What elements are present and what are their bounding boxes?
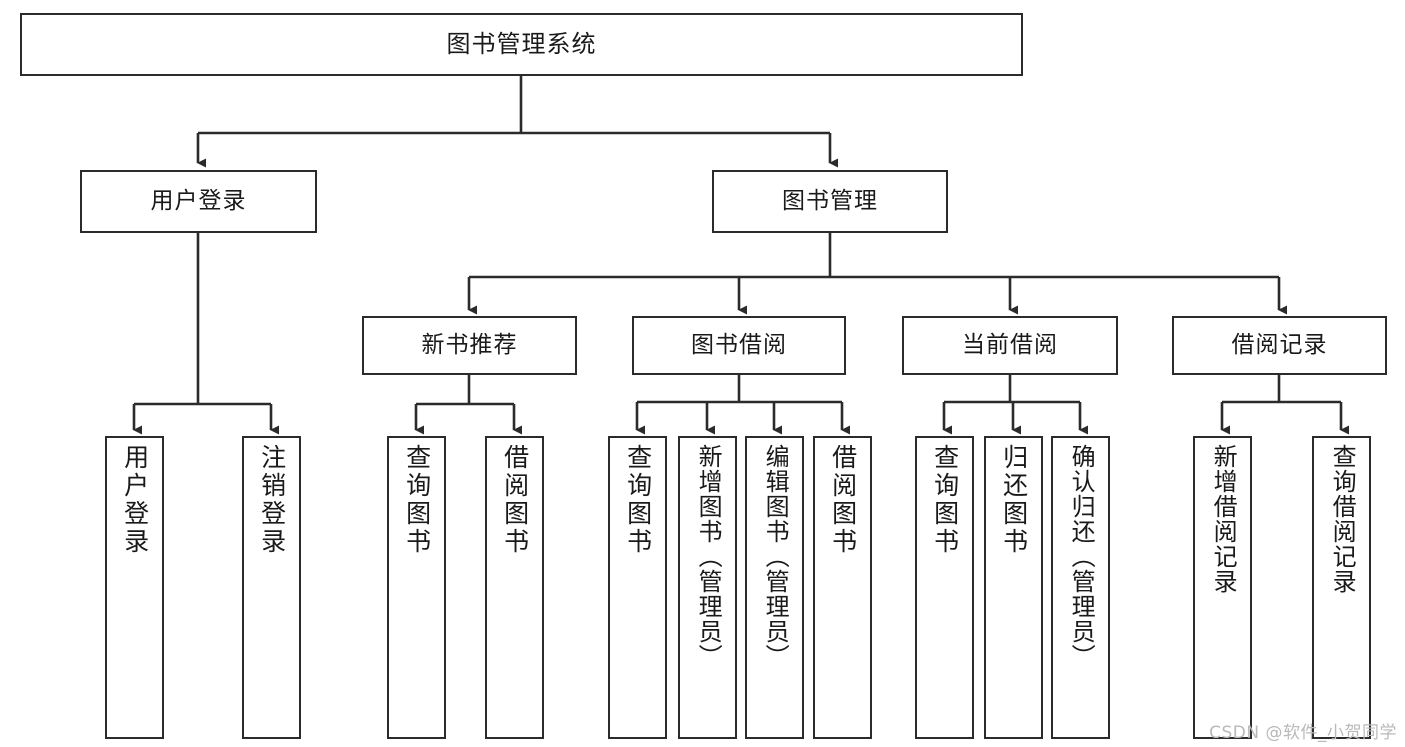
leaf-edit-book-admin[interactable]: 编辑图书（管理员）: [745, 436, 804, 739]
node-label: 新增借阅记录: [1209, 444, 1238, 594]
node-label: 归还图书: [999, 444, 1029, 556]
leaf-logout[interactable]: 注销登录: [242, 436, 301, 739]
node-label: 查询图书: [930, 444, 960, 556]
node-root-system[interactable]: 图书管理系统: [20, 13, 1023, 76]
node-label: 图书管理: [782, 187, 878, 214]
leaf-user-login[interactable]: 用户登录: [105, 436, 164, 739]
node-label: 图书借阅: [691, 331, 787, 358]
node-book-borrowing[interactable]: 图书借阅: [632, 316, 846, 375]
node-label: 编辑图书（管理员）: [761, 444, 790, 669]
node-label: 新增图书（管理员）: [694, 444, 723, 669]
node-label: 图书管理系统: [446, 30, 597, 59]
leaf-query-book-2[interactable]: 查询图书: [608, 436, 667, 739]
node-new-book-recommendation[interactable]: 新书推荐: [362, 316, 577, 375]
node-label: 借阅图书: [500, 444, 530, 556]
leaf-return-book[interactable]: 归还图书: [984, 436, 1043, 739]
node-label: 用户登录: [150, 187, 247, 214]
node-label: 借阅图书: [828, 444, 858, 556]
leaf-query-borrow-record[interactable]: 查询借阅记录: [1312, 436, 1371, 739]
node-borrowing-record[interactable]: 借阅记录: [1172, 316, 1387, 375]
leaf-add-borrow-record[interactable]: 新增借阅记录: [1193, 436, 1252, 739]
node-label: 新书推荐: [421, 331, 518, 358]
csdn-watermark: CSDN @软件_小贺同学: [1209, 723, 1397, 743]
leaf-borrow-book-2[interactable]: 借阅图书: [813, 436, 872, 739]
node-label: 查询借阅记录: [1328, 444, 1357, 594]
leaf-borrow-book-1[interactable]: 借阅图书: [485, 436, 544, 739]
leaf-confirm-return-admin[interactable]: 确认归还（管理员）: [1051, 436, 1110, 739]
leaf-query-book-1[interactable]: 查询图书: [387, 436, 446, 739]
node-label: 用户登录: [120, 444, 150, 556]
node-book-management[interactable]: 图书管理: [712, 170, 948, 233]
node-current-borrowing[interactable]: 当前借阅: [902, 316, 1118, 375]
node-label: 查询图书: [623, 444, 653, 556]
leaf-query-book-3[interactable]: 查询图书: [915, 436, 974, 739]
node-label: 查询图书: [402, 444, 432, 556]
node-label: 注销登录: [257, 444, 287, 556]
node-user-login[interactable]: 用户登录: [80, 170, 317, 233]
leaf-add-book-admin[interactable]: 新增图书（管理员）: [678, 436, 737, 739]
node-label: 当前借阅: [962, 331, 1058, 358]
node-label: 借阅记录: [1231, 331, 1328, 358]
node-label: 确认归还（管理员）: [1067, 444, 1096, 669]
